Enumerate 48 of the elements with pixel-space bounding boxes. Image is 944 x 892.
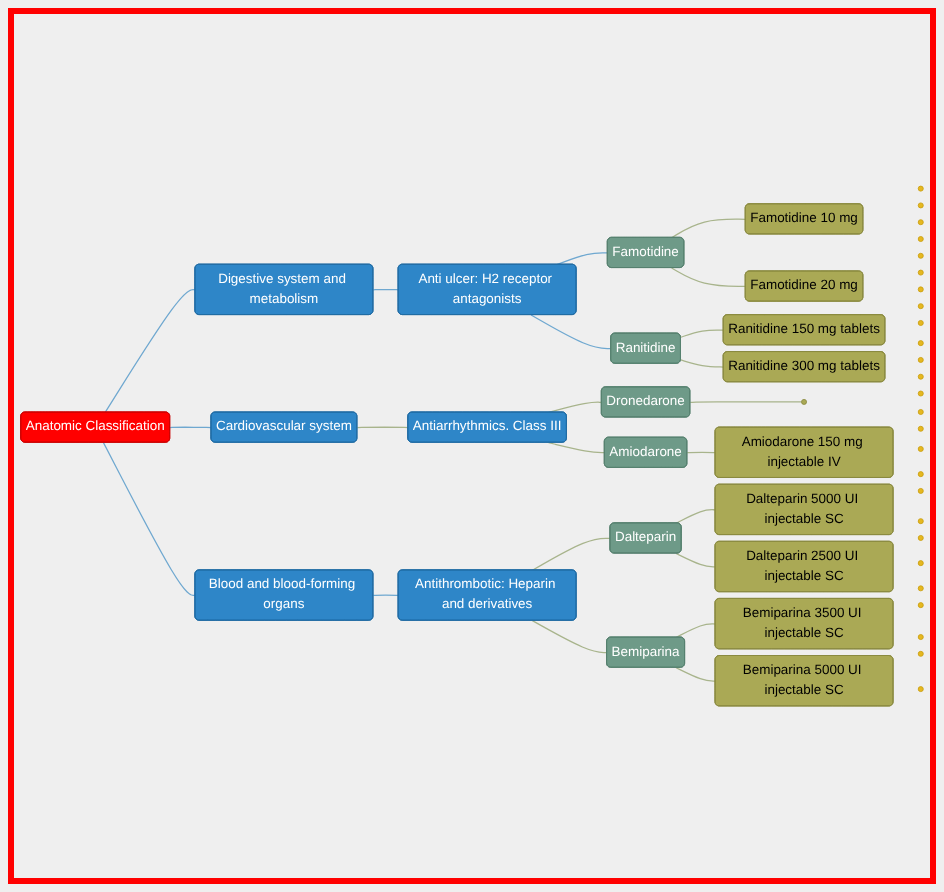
node-circle <box>917 340 924 347</box>
connector <box>556 252 609 266</box>
node-circle <box>917 634 924 640</box>
node-circle <box>917 303 924 310</box>
connector <box>675 552 717 568</box>
node-circle <box>917 686 924 693</box>
node-circle <box>917 185 924 192</box>
node-circle <box>917 357 924 363</box>
node-circle <box>917 320 924 326</box>
connector <box>531 620 608 654</box>
node-circle <box>917 236 924 242</box>
connector <box>675 667 717 682</box>
node-circle <box>917 585 924 592</box>
connector <box>372 594 400 597</box>
connector <box>104 289 196 414</box>
node-circle <box>917 202 924 209</box>
node-circle <box>917 425 924 432</box>
node-circle <box>917 560 924 567</box>
connector <box>680 359 725 368</box>
node-circle <box>801 398 807 405</box>
node-circle <box>917 219 924 226</box>
connector <box>675 509 717 524</box>
connector <box>670 218 747 239</box>
connector <box>372 288 400 291</box>
connector <box>530 314 612 350</box>
node-circle <box>917 488 924 494</box>
node-circle <box>917 390 924 397</box>
node-circle <box>917 409 924 415</box>
connector <box>670 267 747 288</box>
connector <box>680 329 725 338</box>
node-circle <box>917 535 924 541</box>
connector <box>547 442 606 454</box>
connector <box>102 442 196 597</box>
connector <box>675 623 717 639</box>
node-circle <box>917 446 924 452</box>
connector <box>356 426 409 429</box>
node-circle <box>917 518 924 525</box>
node-circle <box>917 252 924 259</box>
node-circle <box>917 650 924 657</box>
node-circle <box>917 269 924 276</box>
node-circle <box>917 602 924 609</box>
node-circle <box>917 373 924 380</box>
node-circle <box>917 286 924 293</box>
connector <box>689 401 803 403</box>
connector <box>531 537 611 571</box>
connector <box>169 426 212 429</box>
node-circle <box>917 471 924 478</box>
connector <box>686 451 717 454</box>
